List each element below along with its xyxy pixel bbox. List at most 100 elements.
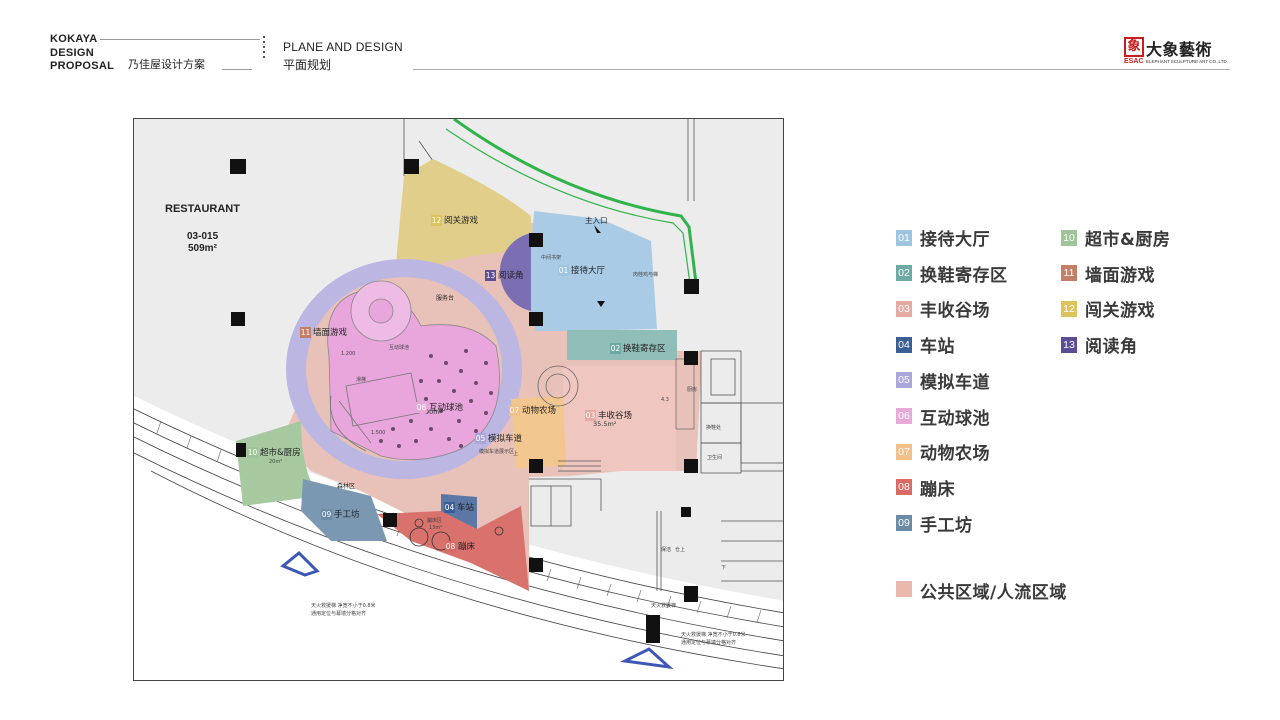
public-area-swatch: [896, 581, 912, 597]
legend-label: 手工坊: [920, 515, 973, 536]
svg-text:天火救援梯 净宽不小于0.8米: 天火救援梯 净宽不小于0.8米: [681, 631, 746, 638]
zone-number: 07: [509, 404, 520, 416]
legend-item: 12 闯关游戏: [1061, 296, 1155, 321]
header-divider: [222, 69, 252, 70]
legend-number: 09: [896, 515, 912, 532]
legend-item: 11 墙面游戏: [1061, 261, 1155, 286]
zone-number: 13: [485, 269, 496, 281]
legend-label: 车站: [920, 337, 955, 358]
dots-divider: [263, 36, 266, 68]
zone-name: 手工坊: [334, 510, 360, 520]
restaurant-label: RESTAURANT: [165, 203, 240, 215]
legend-label: 超市&厨房: [1085, 230, 1171, 250]
header-divider: [100, 39, 260, 40]
zone-name: 模拟车道: [488, 434, 523, 444]
svg-text:中间书架: 中间书架: [541, 254, 561, 261]
zone-name: 车站: [457, 503, 475, 513]
legend-number: 05: [896, 372, 912, 389]
svg-text:1.200: 1.200: [341, 351, 355, 357]
zone-name: 蹦床: [458, 542, 476, 552]
service-desk-label: 服务台: [436, 295, 455, 302]
svg-text:滑梯: 滑梯: [356, 376, 366, 383]
legend-label: 蹦床: [920, 479, 955, 500]
svg-text:保洁: 保洁: [661, 546, 671, 553]
zone-name: 超市&厨房: [260, 448, 301, 458]
legend-item: 09 手工坊: [896, 511, 973, 536]
legend-number: 11: [1061, 265, 1077, 282]
legend-number: 08: [896, 479, 912, 496]
harvest-area: 35.5m²: [593, 420, 617, 428]
zone-number: 12: [431, 214, 442, 226]
unit-id: 03-015: [187, 231, 219, 242]
legend-number: 12: [1061, 300, 1077, 317]
legend-number: 01: [896, 229, 912, 246]
zone-name: 接待大厅: [571, 266, 606, 276]
zone-number: 02: [610, 342, 621, 354]
company-logo: 象 大象藝術 ESAC ELEPHANT SCULPTURE ART CO.,L…: [1124, 37, 1239, 67]
brand-line: PROPOSAL: [50, 60, 115, 72]
svg-text:仓上: 仓上: [675, 546, 685, 553]
legend-number: 04: [896, 336, 912, 353]
forest-zone-label: 森林区: [337, 483, 356, 490]
zone-number: 06: [416, 401, 427, 413]
legend-label: 接待大厅: [920, 230, 990, 250]
svg-text:天火救援梯 净宽不小于0.8米: 天火救援梯 净宽不小于0.8米: [311, 602, 376, 609]
ball-pool-area: 90m²: [425, 408, 443, 416]
legend-label: 墙面游戏: [1085, 265, 1155, 286]
svg-text:互动球池: 互动球池: [389, 344, 409, 351]
public-area-label: 公共区域/人流区域: [920, 583, 1067, 603]
zone-number: 08: [445, 540, 456, 552]
svg-text:模拟车道展示区: 模拟车道展示区: [479, 448, 514, 455]
zone-name: 阅读角: [498, 271, 524, 281]
legend-label: 模拟车道: [920, 372, 990, 393]
legend-number: 13: [1061, 336, 1077, 353]
elephant-logo-icon: 象: [1124, 37, 1144, 57]
legend-label: 丰收谷场: [920, 301, 990, 322]
logo-name-en: ELEPHANT SCULPTURE ART CO.,LTD.: [1146, 59, 1228, 64]
logo-name-cn: 大象藝術: [1146, 40, 1213, 59]
brand-block: KOKAYA DESIGN PROPOSAL: [50, 33, 114, 74]
zone-name: 阅关游戏: [444, 216, 479, 226]
zone-name: 丰收谷场: [598, 411, 633, 421]
legend-label: 动物农场: [920, 444, 990, 465]
legend-item: 01 接待大厅: [896, 225, 990, 250]
svg-text:4.3: 4.3: [661, 397, 669, 403]
legend-number: 06: [896, 408, 912, 424]
zone-name: 动物农场: [522, 406, 557, 416]
main-entrance-label: 主入口: [585, 216, 608, 225]
svg-text:13m²: 13m²: [429, 525, 442, 531]
svg-text:换鞋处: 换鞋处: [706, 424, 721, 431]
legend-item: 05 模拟车道: [896, 368, 990, 393]
legend-label: 闯关游戏: [1085, 301, 1155, 322]
zone-number: 01: [558, 264, 569, 276]
svg-text:天火救援梯: 天火救援梯: [651, 602, 676, 609]
brand-line: DESIGN: [50, 46, 94, 59]
project-title: 乃佳屋设计方案: [128, 58, 205, 71]
svg-text:上: 上: [513, 450, 518, 457]
section-title-en: PLANE AND DESIGN: [283, 40, 403, 54]
legend-item: 08 蹦床: [896, 475, 955, 500]
brand-line: KOKAYA: [50, 33, 98, 45]
zone-number: 09: [321, 508, 332, 520]
legend-label: 阅读角: [1085, 337, 1138, 358]
svg-text:厨房: 厨房: [687, 386, 697, 393]
svg-text:20m²: 20m²: [269, 459, 282, 465]
zone-name: 换鞋寄存区: [623, 344, 666, 354]
svg-text:下: 下: [721, 565, 726, 571]
svg-text:肉桂鸡与梯: 肉桂鸡与梯: [633, 271, 658, 278]
svg-text:通用定位与幕墙分格对齐: 通用定位与幕墙分格对齐: [311, 610, 366, 617]
